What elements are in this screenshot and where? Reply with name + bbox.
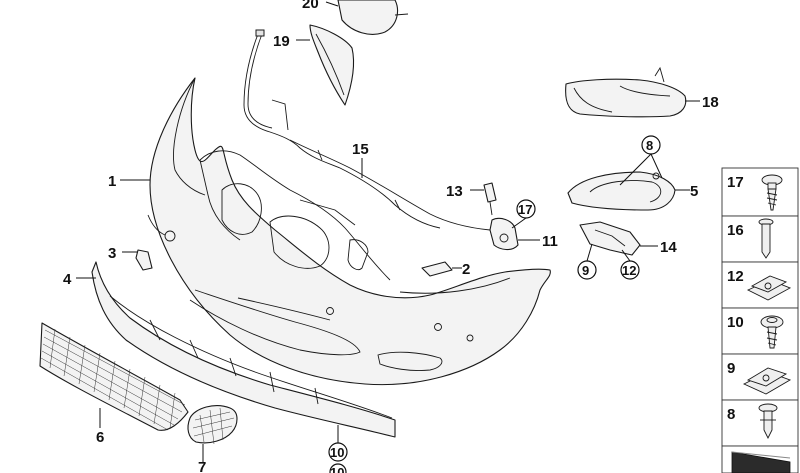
screw-17-icon bbox=[761, 174, 783, 211]
clip-nut-9-icon bbox=[742, 367, 792, 395]
callout-20: 20 bbox=[302, 0, 319, 12]
callout-12: 12 bbox=[622, 263, 636, 278]
push-clip-8-icon bbox=[758, 403, 778, 440]
hardware-17-label: 17 bbox=[727, 174, 744, 191]
callout-8: 8 bbox=[646, 138, 653, 153]
callout-7: 7 bbox=[198, 459, 206, 473]
sensor-cable-part bbox=[289, 139, 491, 231]
air-duct-part bbox=[565, 66, 687, 118]
bumper-bracket-part bbox=[579, 221, 641, 256]
clip-nut-12-icon bbox=[746, 275, 792, 301]
hardware-9-label: 9 bbox=[727, 360, 735, 377]
screw-10-icon bbox=[760, 315, 784, 349]
wiring-harness-part bbox=[243, 29, 441, 229]
callout-1: 1 bbox=[108, 173, 116, 190]
callout-10: 10 bbox=[330, 445, 344, 460]
fog-bezel-part bbox=[567, 171, 676, 211]
callout-17: 17 bbox=[518, 202, 532, 217]
callout-3: 3 bbox=[108, 245, 116, 262]
callout-5: 5 bbox=[690, 183, 698, 200]
callout-9: 9 bbox=[582, 263, 589, 278]
side-grille-part bbox=[187, 405, 238, 445]
callout-18: 18 bbox=[702, 94, 719, 111]
hardware-12-label: 12 bbox=[727, 268, 744, 285]
mesh-grille-part bbox=[39, 322, 189, 431]
lower-spoiler-part bbox=[91, 261, 396, 438]
callout-4: 4 bbox=[63, 271, 72, 288]
callout-6: 6 bbox=[96, 429, 104, 446]
washer-nozzle-part bbox=[489, 217, 519, 251]
callout-14: 14 bbox=[660, 239, 677, 256]
callout-19: 19 bbox=[273, 33, 290, 50]
callout-11: 11 bbox=[542, 233, 558, 250]
callout-15: 15 bbox=[352, 141, 369, 158]
hardware-10-label: 10 bbox=[727, 314, 744, 331]
front-bumper-part bbox=[147, 77, 551, 386]
callouts: 1 2 3 4 5 6 7 8 9 10 11 12 13 14 15 bbox=[63, 0, 719, 473]
sensor-part bbox=[483, 182, 497, 216]
cap-part bbox=[135, 249, 153, 271]
callout-2: 2 bbox=[462, 261, 470, 278]
callout-13: 13 bbox=[446, 183, 463, 200]
top-bracket-part bbox=[337, 0, 409, 35]
triangle-trim-part bbox=[309, 24, 355, 106]
rivet-16-icon bbox=[758, 218, 774, 259]
hardware-panel: 17 16 12 10 bbox=[721, 167, 799, 473]
callout-10-lower: 10 bbox=[330, 465, 344, 473]
adhesive-tape-icon bbox=[731, 451, 791, 473]
hardware-16-label: 16 bbox=[727, 222, 744, 239]
tow-cover-part bbox=[421, 261, 453, 277]
hardware-8-label: 8 bbox=[727, 406, 735, 423]
